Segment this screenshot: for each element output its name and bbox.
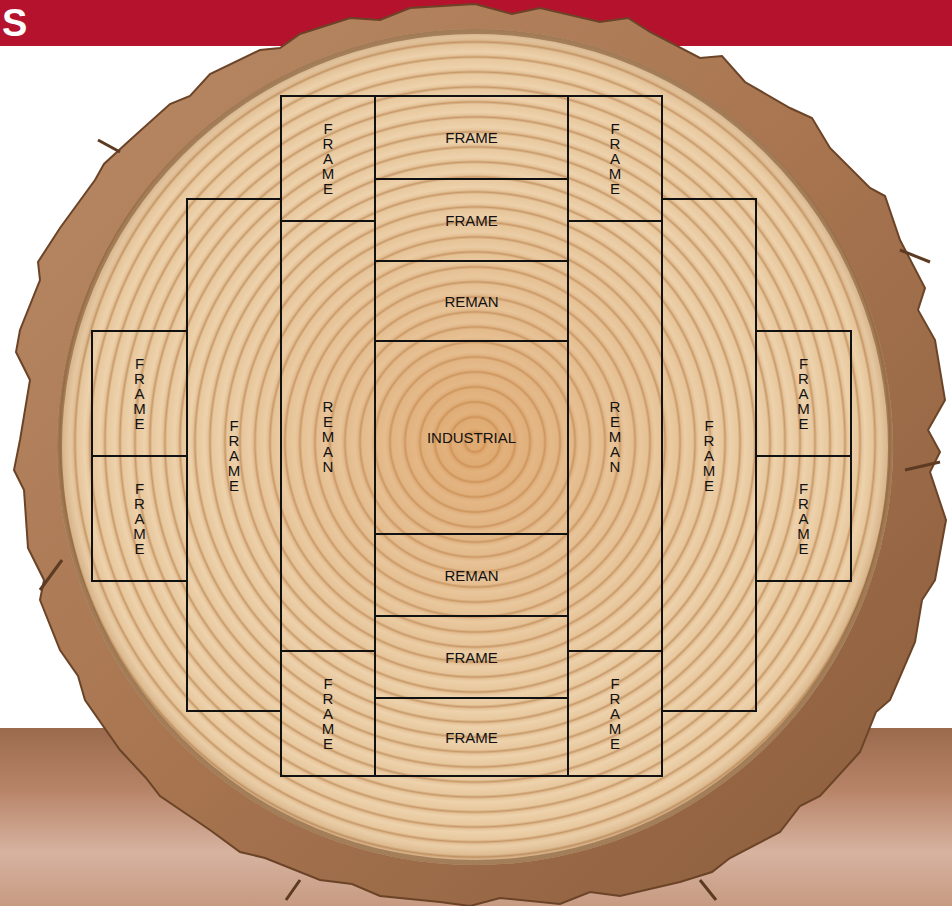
lumber-grade: FRAME	[796, 481, 811, 556]
cut-box: FRAME	[374, 95, 569, 180]
cut-box: FRAME	[374, 178, 569, 262]
lumber-grade: FRAME	[445, 649, 498, 666]
cut-box: FRAME	[567, 650, 663, 777]
cut-box: INDUSTRIAL	[374, 340, 569, 535]
lumber-grade: FRAME	[796, 356, 811, 431]
cut-box: FRAME	[755, 455, 852, 582]
lumber-grade: FRAME	[445, 212, 498, 229]
cut-box: FRAME	[280, 95, 376, 222]
lumber-grade: FRAME	[702, 418, 717, 493]
cut-box: FRAME	[91, 330, 188, 457]
cut-box: FRAME	[280, 650, 376, 777]
cut-box: REMAN	[374, 260, 569, 342]
cut-box: FRAME	[374, 615, 569, 699]
lumber-grade: FRAME	[608, 121, 623, 196]
cut-box: REMAN	[374, 533, 569, 617]
cut-box: FRAME	[755, 330, 852, 457]
cut-box: FRAME	[567, 95, 663, 222]
lumber-grade: FRAME	[227, 418, 242, 493]
cut-box: REMAN	[567, 220, 663, 652]
lumber-grade: FRAME	[445, 129, 498, 146]
lumber-grade: FRAME	[608, 676, 623, 751]
cut-box: FRAME	[661, 198, 757, 712]
lumber-grade: FRAME	[132, 481, 147, 556]
cut-box: FRAME	[186, 198, 282, 712]
lumber-grade: REMAN	[444, 567, 498, 584]
cut-box: FRAME	[91, 455, 188, 582]
lumber-grade: FRAME	[445, 729, 498, 746]
lumber-grade: FRAME	[321, 121, 336, 196]
cut-box: FRAME	[374, 697, 569, 777]
lumber-grade: INDUSTRIAL	[427, 429, 516, 446]
lumber-grade: FRAME	[132, 356, 147, 431]
lumber-grade: REMAN	[444, 293, 498, 310]
cut-box: REMAN	[280, 220, 376, 652]
lumber-grade: REMAN	[321, 399, 336, 474]
title-fragment: S	[2, 0, 27, 46]
lumber-grade: REMAN	[608, 399, 623, 474]
lumber-grade: FRAME	[321, 676, 336, 751]
